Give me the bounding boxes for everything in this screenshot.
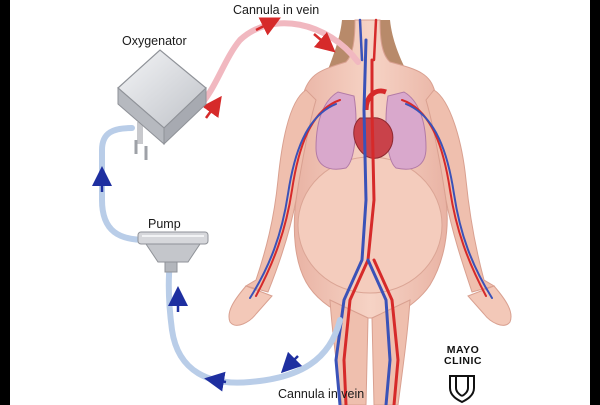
ecmo-illustration [92,17,512,405]
flow-arrows [92,17,336,392]
cannula-bottom-label: Cannula in vein [278,387,365,401]
pump-to-oxygenator-tube [99,125,149,243]
cannula-top-label: Cannula in vein [233,3,320,17]
logo-line-2: CLINIC [444,355,482,367]
blood-vessels [249,18,493,405]
mayo-shield-icon [449,375,475,404]
diagram-canvas: Cannula in vein Oxygenator Pump Cannula … [10,0,590,405]
oxygenator-label: Oxygenator [122,34,187,48]
pump-device [137,231,209,273]
mayo-clinic-logo: MAYO CLINIC [438,345,488,367]
logo-line-1: MAYO [446,344,480,356]
pump-label: Pump [148,217,181,231]
oxygenator-device [117,49,207,160]
